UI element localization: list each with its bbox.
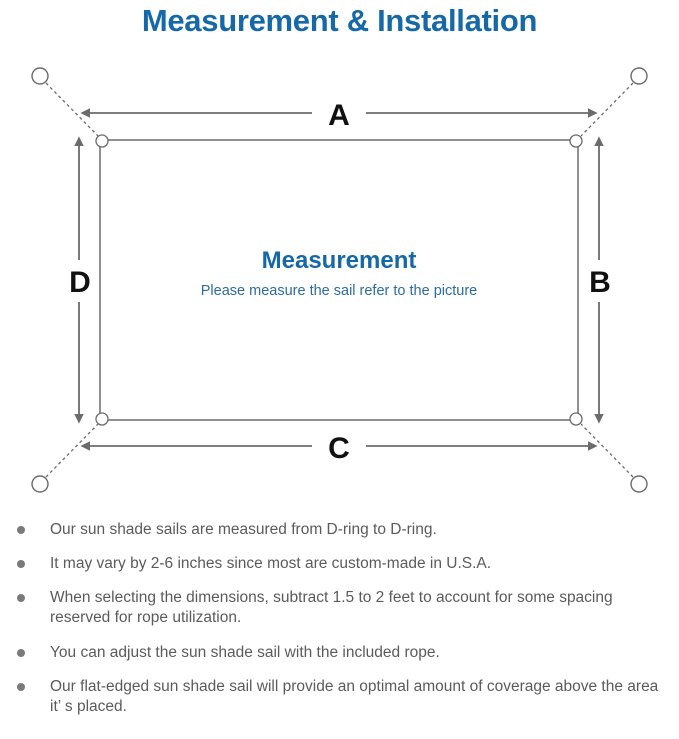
d-ring-top-left xyxy=(95,134,109,148)
rope-line-bottom-right xyxy=(580,423,634,478)
d-ring-top-right xyxy=(569,134,583,148)
bullet-icon xyxy=(17,560,25,569)
anchor-point-top-left xyxy=(31,67,49,85)
anchor-point-top-right xyxy=(630,67,648,85)
anchor-point-bottom-left xyxy=(31,475,49,493)
dimension-label-d: D xyxy=(69,266,91,299)
list-item-text: When selecting the dimensions, subtract … xyxy=(50,589,613,627)
sail-rectangle xyxy=(99,139,579,421)
list-item: You can adjust the sun shade sail with t… xyxy=(14,643,665,663)
bullet-icon xyxy=(17,526,25,534)
list-item-text: Our sun shade sails are measured from D-… xyxy=(50,521,437,538)
dimension-label-a: A xyxy=(328,99,350,132)
sail-measurement-title: Measurement xyxy=(262,247,417,274)
dimension-label-b: B xyxy=(589,266,611,299)
rope-line-top-left xyxy=(45,82,99,137)
list-item: It may vary by 2-6 inches since most are… xyxy=(14,554,665,574)
list-item: Our flat-edged sun shade sail will provi… xyxy=(14,677,665,717)
list-item-text: It may vary by 2-6 inches since most are… xyxy=(50,555,492,573)
page-title: Measurement & Installation xyxy=(141,3,538,38)
rope-line-top-right xyxy=(580,82,634,137)
bullet-icon xyxy=(17,682,25,691)
d-ring-bottom-left xyxy=(95,412,109,426)
list-item: Our sun shade sails are measured from D-… xyxy=(14,520,665,540)
list-item-text: Our flat-edged sun shade sail will provi… xyxy=(50,677,659,715)
list-item: When selecting the dimensions, subtract … xyxy=(14,588,665,628)
list-item-text: You can adjust the sun shade sail with t… xyxy=(50,643,440,661)
notes-list: Our sun shade sails are measured from D-… xyxy=(0,520,679,739)
d-ring-bottom-right xyxy=(569,412,583,426)
rope-line-bottom-left xyxy=(45,423,99,478)
bullet-icon xyxy=(17,648,25,657)
anchor-point-bottom-right xyxy=(630,475,648,493)
bullet-icon xyxy=(17,594,25,603)
dimension-label-c: C xyxy=(328,432,350,465)
sun-shade-sail-measurement-diagram: A C D B Measurement Please measure the s… xyxy=(0,42,679,520)
sail-measurement-subtitle: Please measure the sail refer to the pic… xyxy=(201,283,477,299)
